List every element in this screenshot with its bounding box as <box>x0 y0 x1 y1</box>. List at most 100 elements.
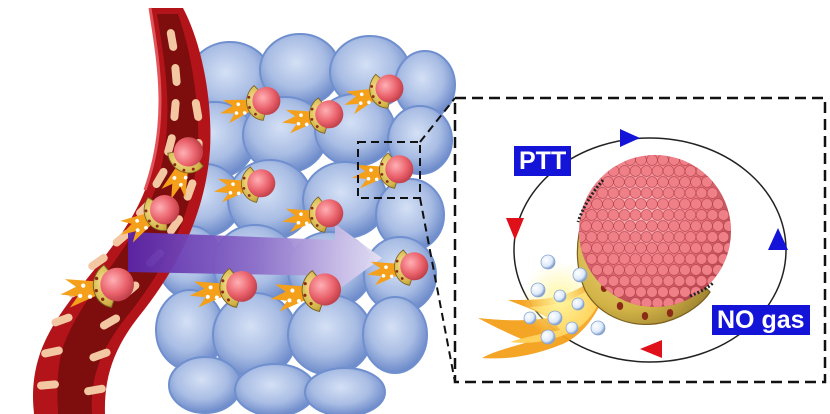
core-bead <box>629 275 642 287</box>
core-bead <box>635 286 647 298</box>
flame <box>189 281 224 308</box>
gas-bubble <box>547 310 563 326</box>
gas-bubble <box>565 321 579 335</box>
flame <box>367 261 398 286</box>
shell-dot <box>400 277 404 280</box>
shell-dot <box>147 219 151 223</box>
endothelial-cell <box>84 384 106 396</box>
shell-dot <box>395 269 399 273</box>
core-bead <box>706 209 719 221</box>
core-bead <box>602 264 614 276</box>
gas-bubble <box>172 176 177 180</box>
core-bead <box>684 187 697 199</box>
core-bead <box>712 220 724 232</box>
gas-bubble <box>389 274 394 279</box>
flame <box>282 208 313 233</box>
core-bead <box>679 220 691 232</box>
gas-bubble <box>234 111 239 115</box>
core-bead <box>618 209 631 221</box>
shell-dot <box>616 302 624 310</box>
core-bead <box>673 253 686 265</box>
core-bead <box>668 264 680 276</box>
core-bead <box>646 198 658 210</box>
gas-bubble <box>81 283 86 288</box>
shell-dot <box>310 117 314 121</box>
nanomotor-small <box>60 264 134 309</box>
core-bead <box>646 155 658 166</box>
gas-bubble <box>523 311 537 325</box>
core-bead <box>602 220 614 232</box>
nanomotor-small <box>189 267 258 308</box>
core-bead <box>651 187 664 199</box>
core-bead <box>591 198 603 210</box>
gas-bubble <box>572 267 588 283</box>
core-bead <box>706 231 719 243</box>
core-bead <box>580 220 592 232</box>
endothelial-cell <box>166 215 184 235</box>
core-bead <box>602 198 614 210</box>
gas-bubble <box>369 168 373 172</box>
gas-bubble <box>242 111 247 115</box>
cycle-arrows-icon <box>506 129 788 363</box>
shell-dot <box>370 85 374 88</box>
core-bead <box>690 176 702 188</box>
core-bead <box>607 231 620 243</box>
endothelial-cell <box>51 313 73 327</box>
endothelial-cell <box>112 229 132 247</box>
core-bead <box>651 231 664 243</box>
gas-bubble <box>87 294 93 299</box>
core-bead <box>695 231 708 243</box>
nanomotor-small <box>270 270 342 312</box>
core-bead <box>679 286 691 298</box>
core-bead <box>690 198 702 210</box>
core-bead <box>673 209 686 221</box>
core-bead <box>695 253 708 265</box>
core-bead <box>646 220 658 232</box>
core-bead <box>712 198 724 210</box>
core-bead <box>701 242 713 254</box>
shell-dot <box>226 298 230 302</box>
shell-dot <box>221 279 225 283</box>
nanomotor-small <box>367 249 429 286</box>
shell-dot <box>182 168 186 172</box>
core-bead <box>657 264 669 276</box>
zoom-line-bottom <box>419 197 456 383</box>
shell-dot <box>303 293 307 297</box>
shell-dot <box>303 281 307 286</box>
nanomotor-small <box>161 137 204 200</box>
core-bead <box>651 209 664 221</box>
gas-bubble <box>299 113 303 117</box>
endothelial-cell <box>166 29 178 51</box>
gas-bubble <box>384 265 388 269</box>
core-bead <box>690 220 702 232</box>
gas-bubble <box>236 191 241 196</box>
core-bead <box>673 275 686 287</box>
core-bead <box>668 198 680 210</box>
particle-core <box>315 199 344 228</box>
zoom-source-box <box>357 141 421 199</box>
endothelial-cell <box>170 99 180 121</box>
core-bead <box>635 176 647 188</box>
gas-bubble <box>144 225 148 230</box>
core-bead <box>684 275 697 287</box>
gas-bubble <box>290 288 295 293</box>
gas-bubble <box>287 298 292 303</box>
nanomotor-small <box>120 195 180 243</box>
gas-bubble <box>590 320 606 336</box>
core-bead <box>651 253 664 265</box>
shell-dot <box>101 297 105 301</box>
flame <box>220 99 251 124</box>
endothelial-cell <box>99 314 121 330</box>
gas-bubble <box>135 218 140 223</box>
gas-bubble <box>183 175 188 180</box>
core-bead <box>607 187 620 199</box>
flame <box>344 89 375 115</box>
core-bead <box>602 242 614 254</box>
shell-dot <box>641 312 649 320</box>
gas-bubble <box>358 101 363 106</box>
shell-dot <box>242 186 246 190</box>
core-bead <box>613 198 625 210</box>
gas-bubble <box>178 182 183 187</box>
shell-dot <box>155 224 159 228</box>
particle-core <box>315 100 344 129</box>
